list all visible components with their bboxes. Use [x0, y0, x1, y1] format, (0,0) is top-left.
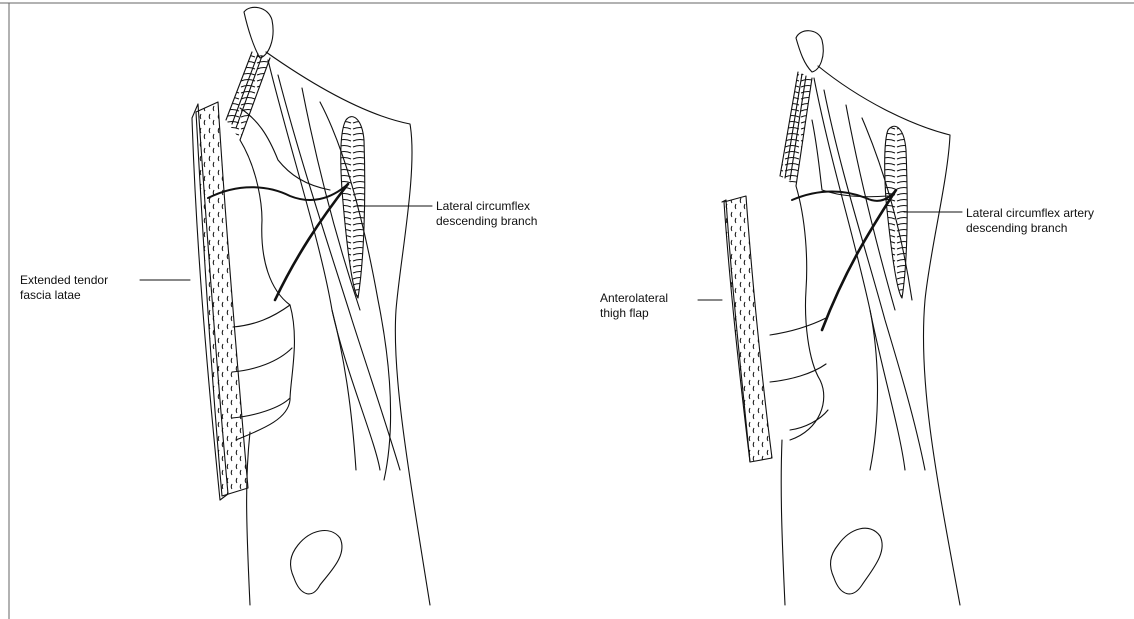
greater-trochanter-outline — [796, 31, 823, 72]
extended-fascia-latae-strip — [192, 102, 248, 500]
fascial-line-2 — [824, 90, 925, 470]
lateral-muscle-border — [790, 186, 824, 440]
tensor-fascia-latae-muscle — [780, 72, 812, 186]
greater-trochanter-outline — [244, 7, 273, 58]
left-labels: Lateral circumflex descending branch Ext… — [20, 199, 537, 302]
thigh-outline-lateral — [247, 432, 250, 605]
anterolateral-thigh-flap-strip — [722, 196, 772, 462]
lateral-muscle-border — [236, 140, 294, 440]
left-flap-label-line1: Extended tendor — [20, 273, 108, 287]
rectus-femoris-hatched — [341, 117, 365, 298]
upper-contour — [812, 120, 888, 197]
muscle-contour-1 — [770, 318, 826, 335]
right-flap-label-line1: Anterolateral — [600, 291, 668, 305]
tensor-fascia-latae-muscle — [226, 52, 270, 140]
muscle-contour-2 — [770, 364, 826, 382]
fascial-line-5 — [378, 300, 391, 480]
right-flap-label-line2: thigh flap — [600, 306, 649, 320]
descending-branch-vessel — [822, 190, 896, 330]
left-vessel-label-line2: descending branch — [436, 214, 537, 228]
fascial-line-2 — [278, 75, 400, 470]
patella-outline — [831, 528, 883, 594]
thigh-outline-lateral — [781, 440, 785, 605]
patella-outline — [291, 531, 342, 594]
lateral-circumflex-vessel — [208, 184, 348, 200]
fascial-line-5 — [870, 310, 878, 470]
right-vessel-label-line2: descending branch — [966, 221, 1067, 235]
upper-contour — [240, 108, 330, 190]
fascial-line-1 — [268, 60, 380, 470]
right-vessel-label-line1: Lateral circumflex artery — [966, 206, 1094, 220]
left-panel — [140, 7, 432, 605]
muscle-contour-2 — [232, 348, 292, 372]
left-flap-label-line2: fascia latae — [20, 288, 81, 302]
left-vessel-label-line1: Lateral circumflex — [436, 199, 530, 213]
right-labels: Lateral circumflex artery descending bra… — [600, 206, 1094, 320]
right-panel — [698, 31, 962, 605]
figure-frame — [0, 3, 1134, 619]
muscle-contour-1 — [233, 305, 290, 327]
fascial-line-6 — [332, 310, 356, 470]
muscle-contour-3 — [790, 410, 828, 430]
descending-branch-vessel — [275, 184, 348, 300]
